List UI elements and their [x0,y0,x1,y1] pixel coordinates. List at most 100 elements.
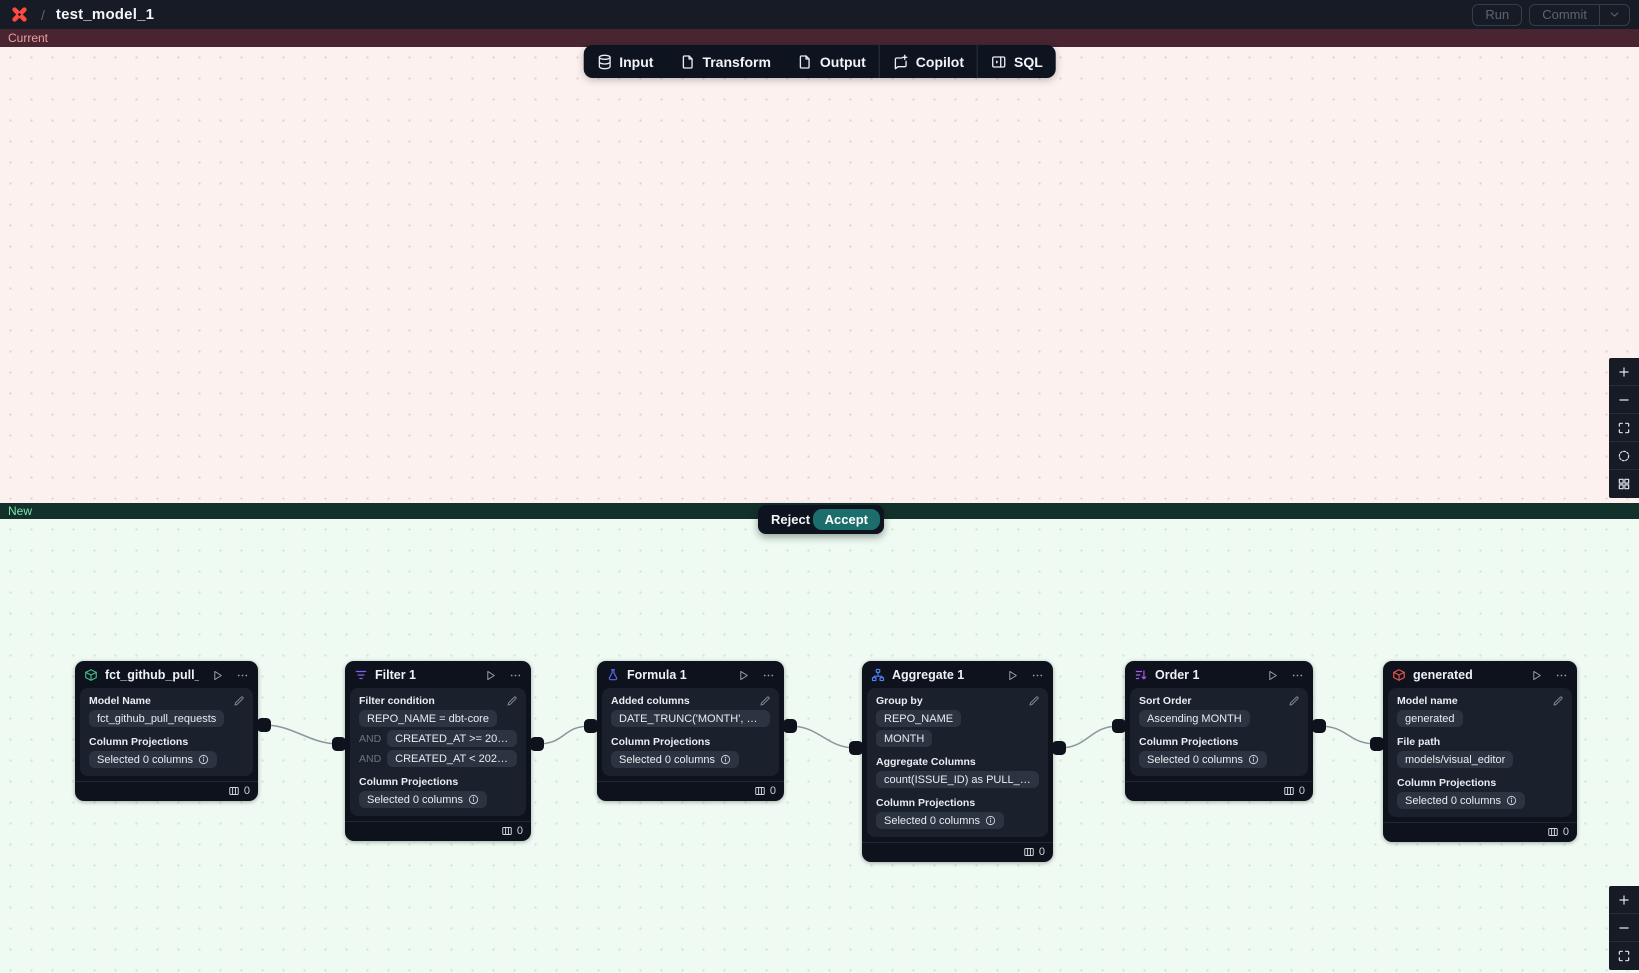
info-icon[interactable] [1248,754,1259,765]
fit-view-icon[interactable] [1609,942,1639,970]
zoom-out-icon[interactable] [1609,386,1639,414]
section-row: Selected 0 columns [1139,751,1299,768]
toolbar-item-transform[interactable]: Transform [666,45,783,78]
input-port[interactable] [849,741,863,755]
info-icon[interactable] [468,794,479,805]
value-chip-text: MONTH [884,732,925,745]
info-icon[interactable] [720,754,731,765]
more-menu-icon[interactable] [1555,669,1568,682]
input-port[interactable] [1112,719,1126,733]
info-icon[interactable] [1506,795,1517,806]
more-menu-icon[interactable] [1291,669,1304,682]
section-row: Selected 0 columns [611,751,770,768]
dbt-logo-icon[interactable] [9,4,30,25]
output-port[interactable] [530,737,544,751]
current-canvas[interactable] [0,47,1639,503]
value-chip: Selected 0 columns [1397,792,1525,809]
reject-button[interactable]: Reject [771,512,811,527]
info-icon[interactable] [985,815,996,826]
zoom-out-icon[interactable] [1609,914,1639,942]
output-port[interactable] [257,718,271,732]
toolbar-separator [878,45,880,78]
input-port[interactable] [1370,737,1384,751]
value-chip: DATE_TRUNC('MONTH', CREATED_AT… [611,710,770,727]
more-menu-icon[interactable] [509,669,522,682]
node-title: Formula 1 [627,668,687,682]
output-port[interactable] [783,719,797,733]
edit-pencil-icon[interactable] [759,695,771,707]
toolbar-item-label: Transform [702,53,771,70]
section-row: count(ISSUE_ID) as PULL_REQUEST_… [876,771,1039,788]
condition-operator: AND [359,732,382,745]
value-chip: Selected 0 columns [876,812,1004,829]
condition-operator: AND [359,752,382,765]
value-chip: Selected 0 columns [1139,751,1267,768]
node-card-fct_github_pull_requests[interactable]: fct_github_pull_requestsModel Namefct_gi… [75,661,258,801]
toolbar-item-output[interactable]: Output [784,45,879,78]
play-icon[interactable] [1266,669,1279,682]
commit-button[interactable]: Commit [1529,3,1630,26]
node-header: Formula 1 [597,661,784,686]
output-port[interactable] [1312,719,1326,733]
layout-grid-icon[interactable] [1609,470,1639,498]
input-port[interactable] [332,737,346,751]
play-icon[interactable] [1530,669,1543,682]
section-row: DATE_TRUNC('MONTH', CREATED_AT… [611,710,770,727]
copilot-icon [893,54,909,70]
zoom-in-icon[interactable] [1609,886,1639,914]
toolbar-item-copilot[interactable]: Copilot [880,45,977,78]
input-port[interactable] [584,719,598,733]
play-icon[interactable] [484,669,497,682]
play-icon[interactable] [1006,669,1019,682]
toolbar-item-sql[interactable]: SQL [978,45,1056,78]
node-title: Filter 1 [375,668,416,682]
topbar: / test_model_1 Run Commit [0,0,1639,29]
edit-pencil-icon[interactable] [1288,695,1300,707]
value-chip-text: Selected 0 columns [367,793,463,806]
section-row: Selected 0 columns [89,751,244,768]
edit-pencil-icon[interactable] [1028,695,1040,707]
section-label: Aggregate Columns [876,756,976,768]
zoom-in-icon[interactable] [1609,358,1639,386]
value-chip: REPO_NAME = dbt-core [359,710,497,727]
more-menu-icon[interactable] [762,669,775,682]
node-footer: 0 [75,781,258,801]
interactive-icon[interactable] [1609,442,1639,470]
chevron-down-icon[interactable] [1600,8,1629,21]
edit-pencil-icon[interactable] [233,695,245,707]
current-label: Current [8,31,49,45]
toolbar-item-input[interactable]: Input [583,45,666,78]
more-menu-icon[interactable] [236,669,249,682]
run-button[interactable]: Run [1472,3,1523,26]
play-icon[interactable] [737,669,750,682]
row-count: 0 [516,825,523,837]
fit-view-icon[interactable] [1609,414,1639,442]
output-port[interactable] [1052,741,1066,755]
play-icon[interactable] [211,669,224,682]
info-icon[interactable] [198,754,209,765]
value-chip-text: fct_github_pull_requests [97,712,217,725]
value-chip-text: Selected 0 columns [97,753,193,766]
more-menu-icon[interactable] [1031,669,1044,682]
edit-pencil-icon[interactable] [506,695,518,707]
accept-button[interactable]: Accept [812,509,880,530]
row-count: 0 [1298,785,1305,797]
section-label: Model Name [89,695,151,707]
value-chip-text: models/visual_editor [1405,753,1506,766]
value-chip: Selected 0 columns [89,751,217,768]
edit-pencil-icon[interactable] [1552,695,1564,707]
toolbar-item-label: Copilot [915,53,964,70]
value-chip-text: count(ISSUE_ID) as PULL_REQUEST_… [884,773,1031,786]
toolbar-item-label: Output [819,53,866,70]
